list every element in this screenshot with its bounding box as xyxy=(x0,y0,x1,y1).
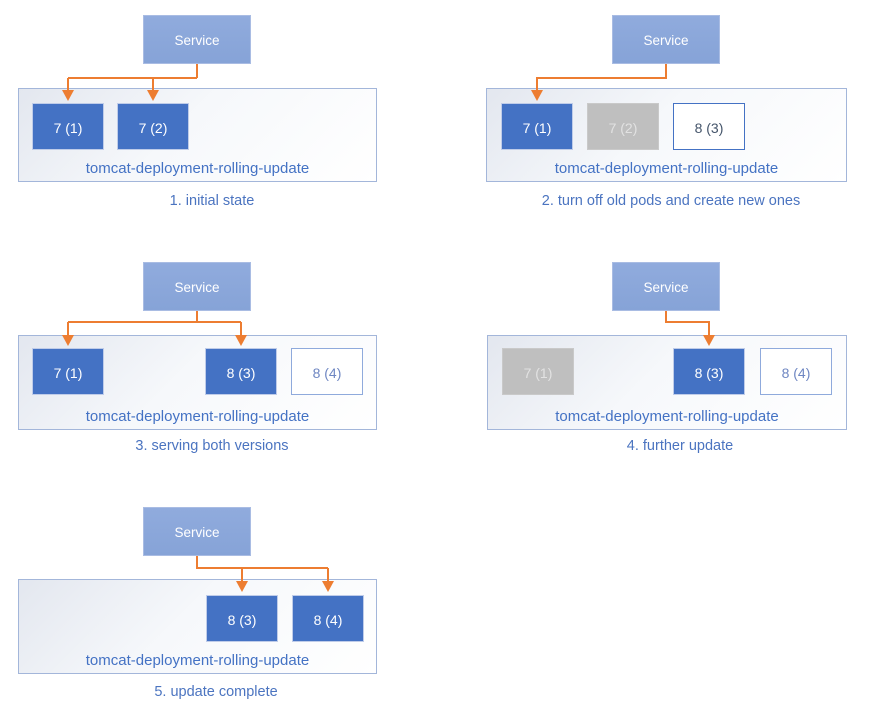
stage-caption: 2. turn off old pods and create new ones xyxy=(541,193,801,209)
service-box: Service xyxy=(612,262,720,311)
service-label: Service xyxy=(174,33,220,48)
deployment-label: tomcat-deployment-rolling-update xyxy=(554,160,779,177)
pod-8-4: 8 (4) xyxy=(760,348,832,395)
service-label: Service xyxy=(643,280,689,295)
pod-7-2: 7 (2) xyxy=(117,103,189,150)
pod-7-1: 7 (1) xyxy=(501,103,573,150)
pod-8-4: 8 (4) xyxy=(292,595,364,642)
pod-label: 8 (3) xyxy=(694,365,724,381)
pod-8-4: 8 (4) xyxy=(291,348,363,395)
pod-label: 7 (2) xyxy=(138,120,168,136)
service-box: Service xyxy=(143,507,251,556)
pod-8-3: 8 (3) xyxy=(673,103,745,150)
service-label: Service xyxy=(174,525,220,540)
pod-label: 8 (3) xyxy=(226,365,256,381)
pod-7-1: 7 (1) xyxy=(32,348,104,395)
pod-label: 8 (4) xyxy=(313,612,343,628)
stage-caption: 5. update complete xyxy=(154,684,278,700)
deployment-label: tomcat-deployment-rolling-update xyxy=(555,408,779,425)
service-box: Service xyxy=(143,15,251,64)
pod-label: 7 (2) xyxy=(608,120,638,136)
pod-label: 8 (3) xyxy=(227,612,257,628)
stage-caption: 3. serving both versions xyxy=(135,438,289,454)
deployment-label: tomcat-deployment-rolling-update xyxy=(85,408,310,425)
deployment-label: tomcat-deployment-rolling-update xyxy=(85,652,310,669)
service-label: Service xyxy=(643,33,689,48)
pod-7-1: 7 (1) xyxy=(32,103,104,150)
pod-8-3: 8 (3) xyxy=(206,595,278,642)
pod-8-3: 8 (3) xyxy=(205,348,277,395)
service-box: Service xyxy=(612,15,720,64)
pod-label: 7 (1) xyxy=(53,365,83,381)
stage-caption: 4. further update xyxy=(626,438,734,454)
pod-label: 7 (1) xyxy=(523,365,553,381)
pod-label: 7 (1) xyxy=(53,120,83,136)
pod-label: 8 (3) xyxy=(694,120,724,136)
pod-label: 7 (1) xyxy=(522,120,552,136)
deployment-label: tomcat-deployment-rolling-update xyxy=(85,160,310,177)
pod-label: 8 (4) xyxy=(781,365,811,381)
service-label: Service xyxy=(174,280,220,295)
pod-label: 8 (4) xyxy=(312,365,342,381)
pod-8-3: 8 (3) xyxy=(673,348,745,395)
pod-7-2: 7 (2) xyxy=(587,103,659,150)
pod-7-1: 7 (1) xyxy=(502,348,574,395)
service-box: Service xyxy=(143,262,251,311)
stage-caption: 1. initial state xyxy=(169,193,255,209)
